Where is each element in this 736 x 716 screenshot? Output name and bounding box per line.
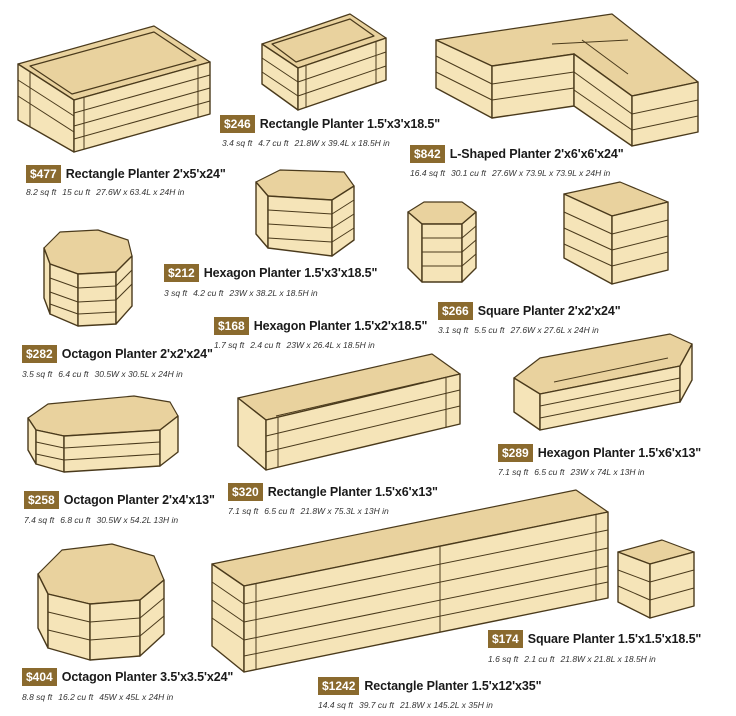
price-badge: $212	[164, 264, 199, 282]
octagon-planter-2x4x13-illustration	[27, 395, 179, 473]
planter-name: Rectangle Planter 1.5'x3'x18.5"	[259, 117, 441, 131]
hexagon-planter-1-5x2x18-5-illustration	[407, 201, 477, 283]
planter-label: $289 Hexagon Planter 1.5'x6'x13"	[498, 444, 701, 462]
hexagon-planter-1-5x6x13-illustration	[513, 333, 693, 431]
planter-name: L-Shaped Planter 2'x6'x6'x24"	[449, 147, 624, 161]
square-planter-1-5x1-5x18-5-illustration	[617, 539, 695, 619]
rectangle-planter-1-5x6x13-illustration	[237, 353, 461, 471]
planter-label: $258 Octagon Planter 2'x4'x13"	[24, 491, 215, 509]
planter-name: Octagon Planter 2'x2'x24"	[61, 347, 213, 361]
planter-label: $1242 Rectangle Planter 1.5'x12'x35"	[318, 677, 542, 695]
l-shaped-planter-illustration	[435, 13, 699, 147]
planter-label: $212 Hexagon Planter 1.5'x3'x18.5"	[164, 264, 377, 282]
planter-label: $246 Rectangle Planter 1.5'x3'x18.5"	[220, 115, 440, 133]
price-badge: $246	[220, 115, 255, 133]
planter-label: $168 Hexagon Planter 1.5'x2'x18.5"	[214, 317, 427, 335]
price-badge: $174	[488, 630, 523, 648]
rectangle-planter-2x5x24-illustration	[17, 25, 211, 153]
planter-label: $174 Square Planter 1.5'x1.5'x18.5"	[488, 630, 701, 648]
planter-name: Octagon Planter 2'x4'x13"	[63, 493, 215, 507]
rectangle-planter-1-5x3x18-5-illustration	[261, 13, 387, 111]
planter-label: $320 Rectangle Planter 1.5'x6'x13"	[228, 483, 438, 501]
price-badge: $266	[438, 302, 473, 320]
planter-name: Hexagon Planter 1.5'x2'x18.5"	[253, 319, 428, 333]
price-badge: $320	[228, 483, 263, 501]
planter-label: $477 Rectangle Planter 2'x5'x24"	[26, 165, 226, 183]
planter-name: Rectangle Planter 1.5'x6'x13"	[267, 485, 438, 499]
price-badge: $1242	[318, 677, 360, 695]
planter-name: Hexagon Planter 1.5'x6'x13"	[537, 446, 702, 460]
planter-label: $404 Octagon Planter 3.5'x3.5'x24"	[22, 668, 233, 686]
price-badge: $258	[24, 491, 59, 509]
rectangle-planter-1-5x12x35-illustration	[211, 489, 609, 673]
planter-label: $282 Octagon Planter 2'x2'x24"	[22, 345, 213, 363]
price-badge: $289	[498, 444, 533, 462]
planter-label: $266 Square Planter 2'x2'x24"	[438, 302, 621, 320]
price-badge: $168	[214, 317, 249, 335]
planter-name: Hexagon Planter 1.5'x3'x18.5"	[203, 266, 378, 280]
octagon-planter-3-5x3-5x24-illustration	[37, 543, 165, 661]
price-badge: $404	[22, 668, 57, 686]
price-badge: $477	[26, 165, 61, 183]
price-badge: $842	[410, 145, 445, 163]
planter-name: Rectangle Planter 1.5'x12'x35"	[364, 679, 542, 693]
square-planter-2x2x24-illustration	[563, 181, 669, 285]
hexagon-planter-1-5x3x18-5-illustration	[255, 169, 355, 257]
planter-name: Square Planter 2'x2'x24"	[477, 304, 621, 318]
planter-name: Square Planter 1.5'x1.5'x18.5"	[527, 632, 702, 646]
planter-name: Rectangle Planter 2'x5'x24"	[65, 167, 226, 181]
planter-name: Octagon Planter 3.5'x3.5'x24"	[61, 670, 234, 684]
planter-label: $842 L-Shaped Planter 2'x6'x6'x24"	[410, 145, 624, 163]
octagon-planter-2x2x24-illustration	[43, 229, 133, 327]
price-badge: $282	[22, 345, 57, 363]
